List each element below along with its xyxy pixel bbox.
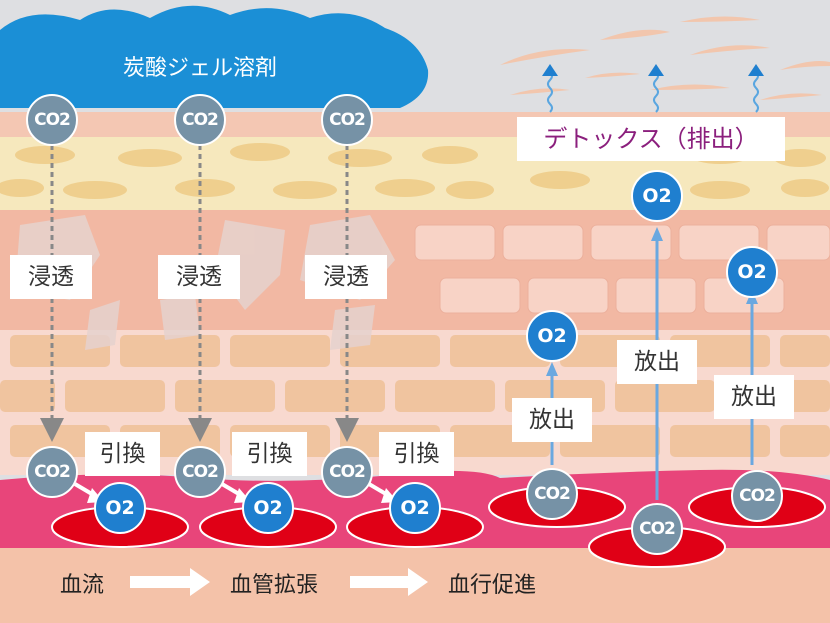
- flow-arrows: [130, 568, 428, 596]
- co2-molecule: CO2: [174, 94, 226, 146]
- co2-molecule: CO2: [26, 94, 78, 146]
- o2-molecule: O2: [726, 246, 778, 298]
- detox-label: デトックス（排出）: [517, 117, 785, 161]
- permeate-label: 浸透: [305, 255, 387, 299]
- permeate-arrows: [40, 145, 359, 442]
- co2-molecule: CO2: [26, 446, 78, 498]
- co2-molecule: CO2: [174, 446, 226, 498]
- permeate-label: 浸透: [158, 255, 240, 299]
- o2-molecule: O2: [389, 482, 441, 534]
- exchange-label: 引換: [85, 432, 160, 476]
- permeate-label: 浸透: [10, 255, 92, 299]
- exchange-label: 引換: [379, 432, 454, 476]
- co2-molecule: CO2: [731, 470, 783, 522]
- o2-molecule: O2: [631, 170, 683, 222]
- flow-step-circulation: 血行促進: [448, 573, 537, 598]
- gel-cloud: [0, 5, 429, 108]
- gel-label: 炭酸ジェル溶剤: [122, 56, 277, 81]
- release-label: 放出: [714, 375, 794, 419]
- co2-molecule: CO2: [631, 503, 683, 555]
- release-label: 放出: [617, 340, 697, 384]
- o2-molecule: O2: [94, 482, 146, 534]
- co2-molecule: CO2: [321, 446, 373, 498]
- o2-molecule: O2: [526, 310, 578, 362]
- detox-arrows: [547, 71, 759, 113]
- flakes: [500, 16, 830, 100]
- co2-molecule: CO2: [321, 94, 373, 146]
- co2-molecule: CO2: [526, 468, 578, 520]
- flow-step-vasodilation: 血管拡張: [230, 573, 319, 598]
- release-label: 放出: [512, 398, 592, 442]
- flow-step-blood-flow: 血流: [60, 573, 105, 598]
- o2-molecule: O2: [242, 482, 294, 534]
- exchange-label: 引換: [232, 432, 307, 476]
